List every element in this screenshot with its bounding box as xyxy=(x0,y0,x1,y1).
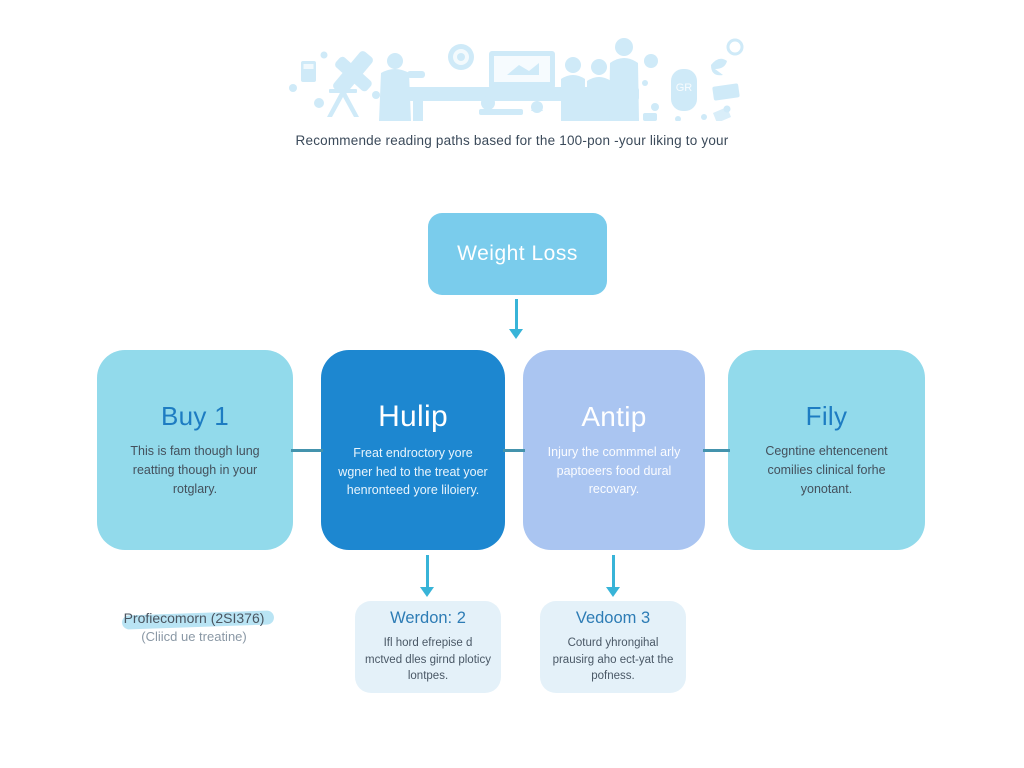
footnote-title: Profiecomorn (2SI376) xyxy=(123,610,265,626)
node-description: Injury the commmel arly paptoeers food d… xyxy=(547,444,681,497)
arrow-line xyxy=(612,555,615,587)
node-fily: Fily Cegntine ehtencenent comilies clini… xyxy=(728,350,925,550)
node-werdon-2: Werdon: 2 Ifl hord efrepise d mctved dle… xyxy=(355,601,501,693)
node-title: Antip xyxy=(581,400,647,432)
medical-scene-illustration: GR xyxy=(289,38,744,121)
node-description: Freat endroctory yore wgner hed to the t… xyxy=(338,445,488,498)
arrow-head-icon xyxy=(509,329,523,339)
arrow-line xyxy=(515,299,518,329)
footnote: Profiecomorn (2SI376) (Cliicd ue treatin… xyxy=(94,610,294,644)
node-title: Hulip xyxy=(378,399,448,433)
node-antip: Antip Injury the commmel arly paptoeers … xyxy=(523,350,705,550)
svg-text:GR: GR xyxy=(676,82,693,94)
node-description: Cegntine ehtencenent comilies clinical f… xyxy=(765,444,888,496)
node-buy-1: Buy 1 This is fam though lung reatting t… xyxy=(97,350,293,550)
footnote-subtitle: (Cliicd ue treatine) xyxy=(141,629,247,644)
connector-antip-fily xyxy=(703,449,730,452)
arrow-head-icon xyxy=(420,587,434,597)
node-title: Werdon: 2 xyxy=(390,608,466,627)
node-weight-loss: Weight Loss xyxy=(428,213,607,295)
node-description: Coturd yhrongihal prausirg aho ect-yat t… xyxy=(552,636,674,683)
node-hulip: Hulip Freat endroctory yore wgner hed to… xyxy=(321,350,505,550)
node-weight-loss-label: Weight Loss xyxy=(457,242,578,265)
arrow-line xyxy=(426,555,429,587)
connector-hulip-antip xyxy=(503,449,525,452)
node-description: This is fam though lung reatting though … xyxy=(130,444,260,496)
node-vedoom-3: Vedoom 3 Coturd yhrongihal prausirg aho … xyxy=(540,601,686,693)
connector-buy-hulip xyxy=(291,449,323,452)
node-description: Ifl hord efrepise d mctved dles girnd pl… xyxy=(365,636,491,683)
node-title: Fily xyxy=(805,401,848,432)
node-title: Buy 1 xyxy=(161,401,229,432)
page-subtitle: Recommende reading paths based for the 1… xyxy=(295,133,729,148)
arrow-head-icon xyxy=(606,587,620,597)
node-title: Vedoom 3 xyxy=(575,608,651,627)
